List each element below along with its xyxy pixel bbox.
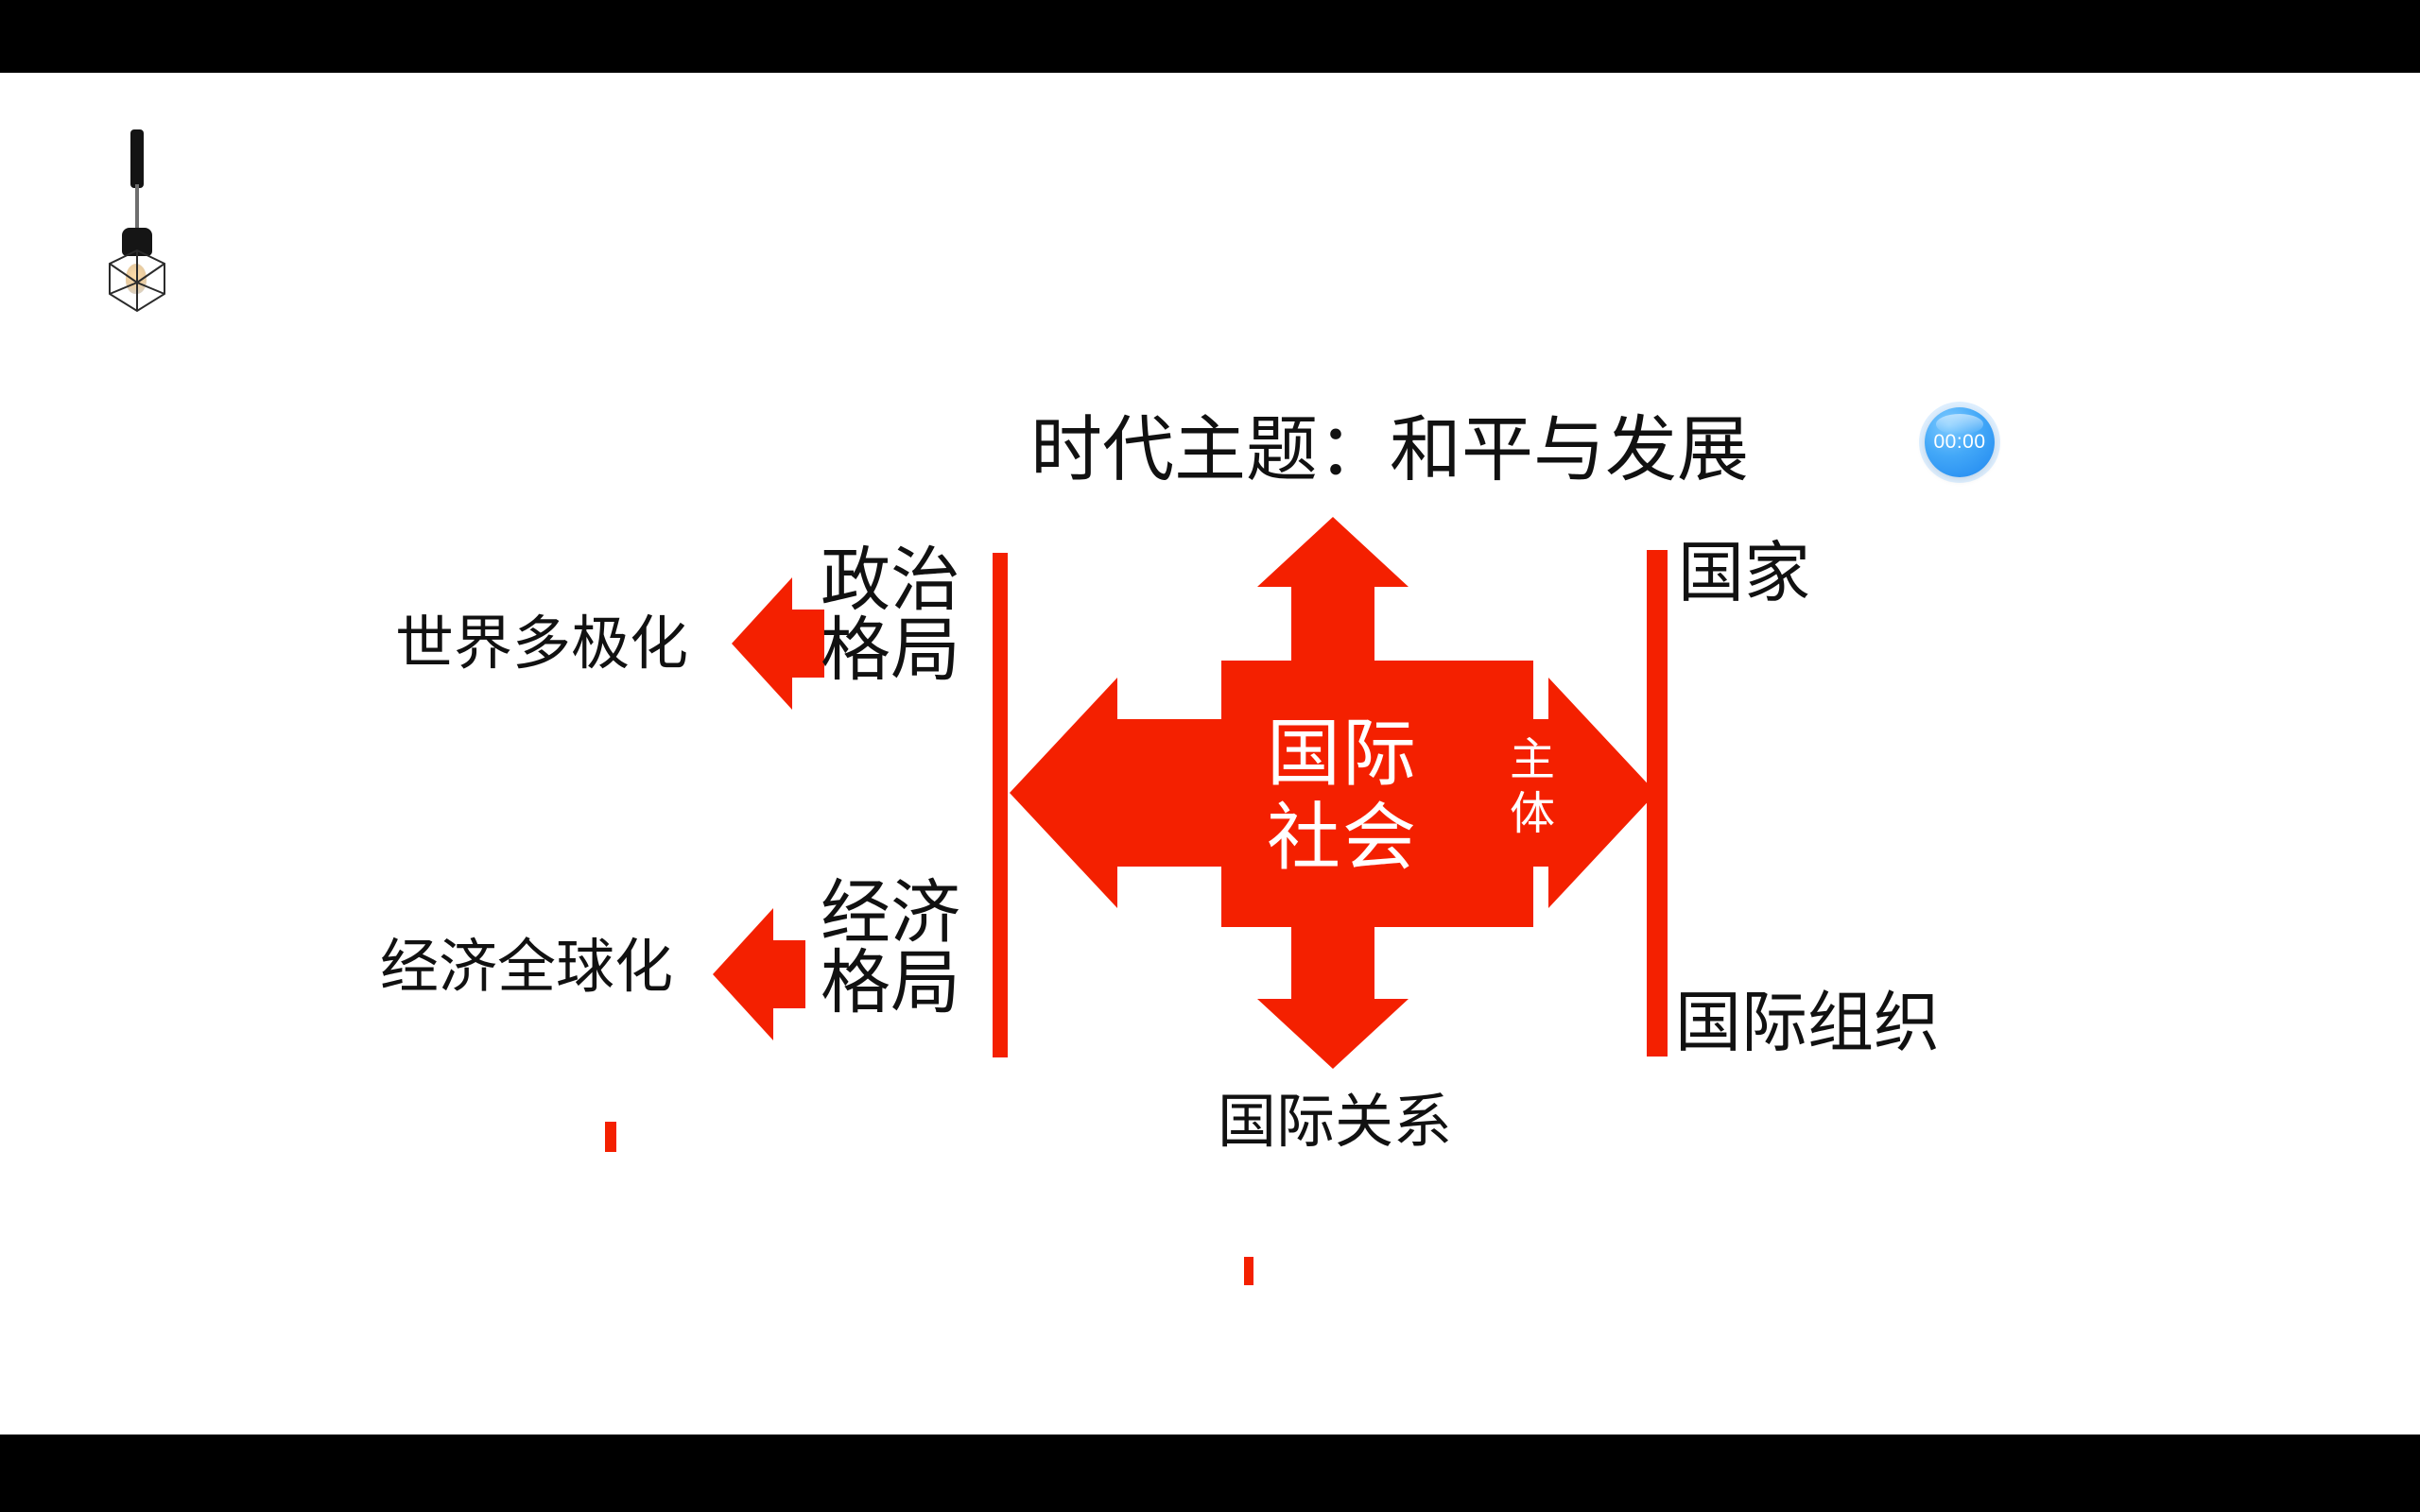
right-divider-bar [1647, 550, 1668, 1057]
four-way-arrow-diagram [1002, 509, 1664, 1076]
lamp-cage-icon [109, 249, 165, 313]
outcome-label-globalization: 经济全球化 [380, 935, 674, 1000]
pendant-lamp-icon [83, 129, 197, 337]
structure-economic-line1: 经济 [821, 873, 960, 952]
left-divider-bar [993, 553, 1008, 1057]
actor-label-international-organization: 国际组织 [1675, 986, 1940, 1059]
relation-label: 国际关系 [1218, 1090, 1453, 1155]
structure-label-economic: 经济 格局 [821, 878, 1000, 1018]
letterbox-bottom [0, 1435, 2420, 1512]
timer-badge[interactable]: 00:00 [1925, 407, 1995, 477]
lamp-cord-top [130, 129, 144, 188]
structure-political-line2: 格局 [821, 610, 960, 689]
actor-label-state: 国家 [1678, 536, 1810, 610]
four-way-arrow-icon [1010, 517, 1656, 1069]
timer-value: 00:00 [1933, 431, 1986, 453]
structure-political-line1: 政治 [821, 541, 960, 619]
page-title: 时代主题：和平与发展 [1030, 410, 1749, 490]
structure-economic-line2: 格局 [821, 943, 960, 1022]
annotation-tick-1 [605, 1122, 616, 1152]
lamp-cord-wire [135, 184, 139, 233]
slide-canvas: 时代主题：和平与发展 00:00 国际 社会 [0, 73, 2420, 1435]
outcome-label-multipolarization: 世界多极化 [395, 611, 689, 677]
arrow-left-icon [713, 908, 805, 1040]
annotation-tick-2 [1244, 1257, 1253, 1285]
arrow-left-icon [732, 577, 824, 710]
branch-arrow-economic [711, 902, 807, 1046]
letterbox-top [0, 0, 2420, 73]
structure-label-political: 政治 格局 [821, 545, 1000, 685]
branch-arrow-political [730, 572, 826, 715]
